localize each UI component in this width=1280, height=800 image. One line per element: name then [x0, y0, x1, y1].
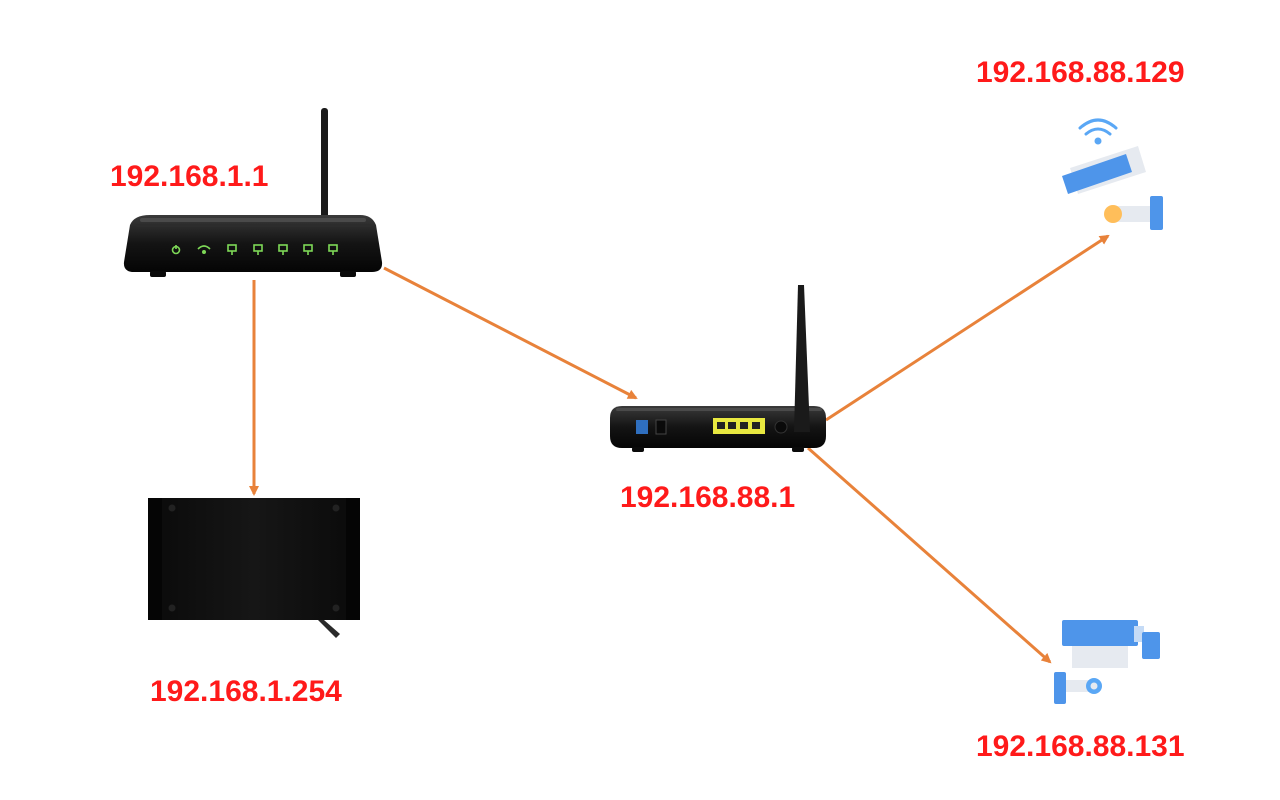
wifi-camera-icon[interactable] — [1062, 118, 1163, 230]
main-router-ip-label: 192.168.1.1 — [110, 160, 269, 193]
storage-box-icon[interactable] — [148, 498, 360, 638]
link-main-router-to-secondary-router — [383, 266, 638, 400]
storage-box-ip-label: 192.168.1.254 — [150, 675, 342, 708]
secondary-router-ip-label: 192.168.88.1 — [620, 481, 796, 514]
link-secondary-router-to-wifi-camera — [825, 234, 1110, 422]
main-router-icon[interactable] — [123, 108, 383, 277]
secondary-router-icon[interactable] — [610, 285, 826, 452]
network-links — [249, 234, 1110, 664]
security-camera-icon[interactable] — [1054, 620, 1160, 704]
link-secondary-router-to-wired-camera — [807, 446, 1052, 664]
wired-camera-ip-label: 192.168.88.131 — [976, 730, 1185, 763]
status-led-icons — [171, 244, 338, 255]
wifi-camera-ip-label: 192.168.88.129 — [976, 56, 1185, 89]
